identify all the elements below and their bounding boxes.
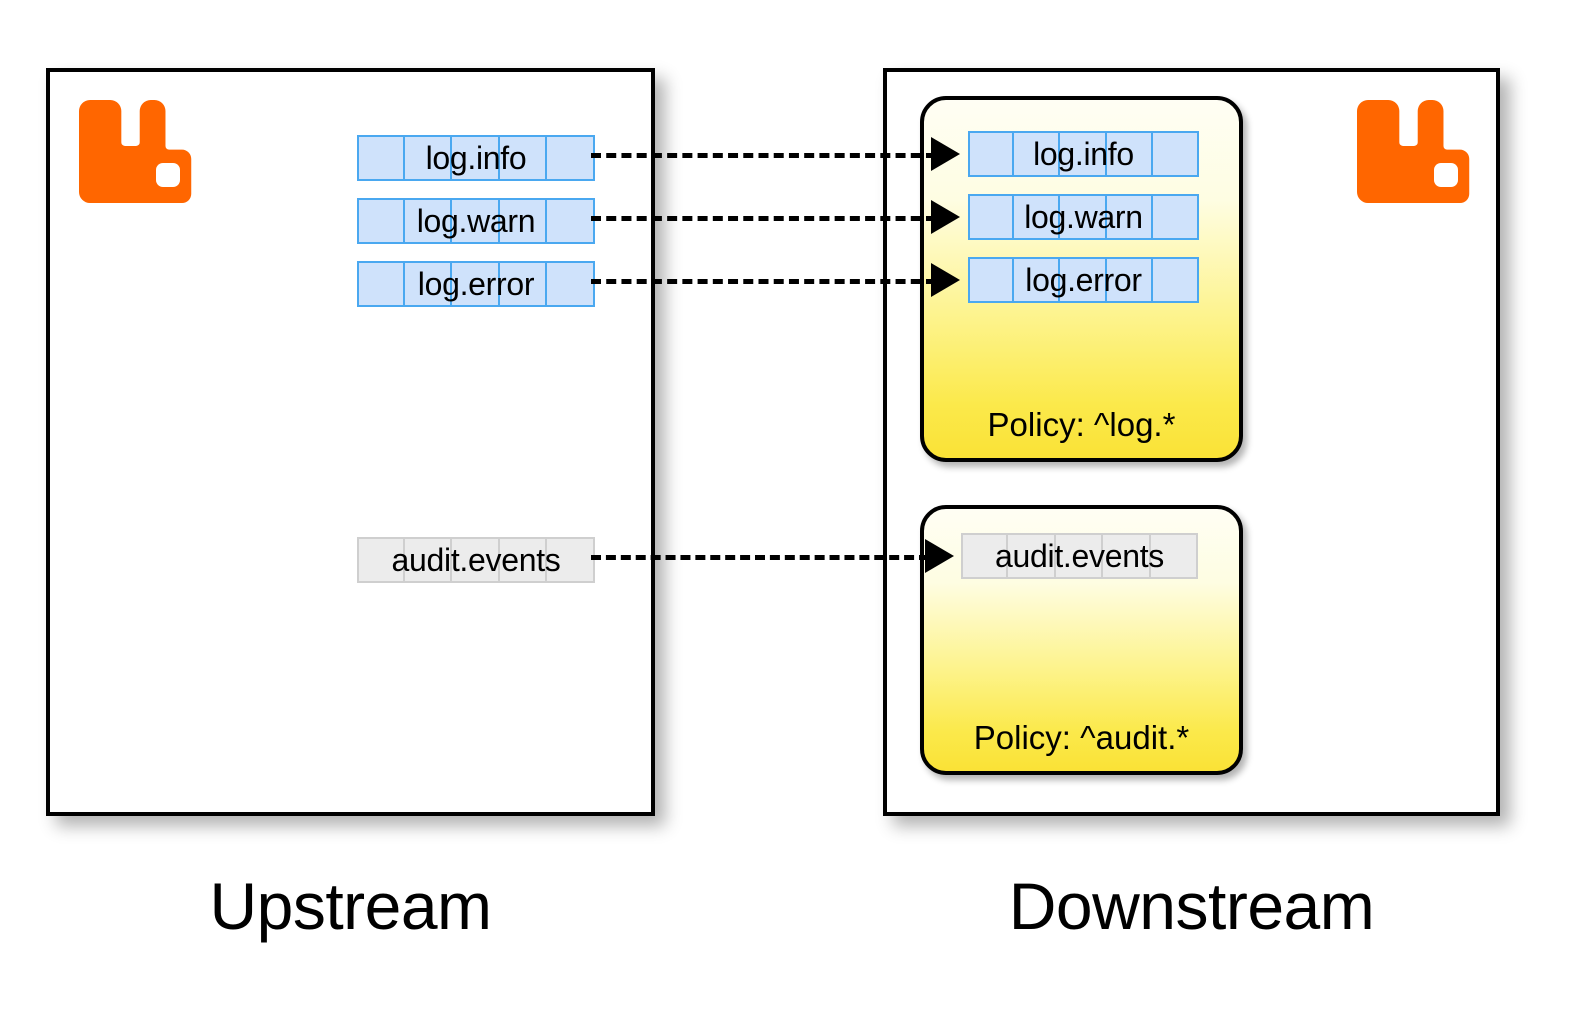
queue-segment [1106,131,1153,177]
queue-label: log.warn [1024,198,1143,235]
upstream-queue-log-error[interactable]: log.error [357,261,595,307]
downstream-queue-log-warn[interactable]: log.warn [968,194,1200,240]
federation-link-audit-events [591,555,929,560]
queue-segment [499,198,548,244]
queue-segment [357,198,405,244]
arrow-right-icon [925,539,954,573]
queue-segment [357,135,405,181]
queue-segment [1152,131,1200,177]
queue-label: audit.events [391,541,561,578]
policy-group-log[interactable]: log.info log.warn log.error Poli [920,96,1243,462]
downstream-queue-audit-events[interactable]: audit.events [961,533,1199,579]
queue-segment [1060,194,1107,240]
queue-segment [404,261,453,307]
rabbitmq-logo-icon [1357,100,1470,204]
downstream-caption: Downstream [1008,869,1375,943]
queue-segment [1014,194,1061,240]
policy-group-audit[interactable]: audit.events Policy: ^audit.* [920,505,1243,775]
queue-segment [1106,257,1153,303]
queue-label: log.info [1033,135,1134,172]
queue-segment [1060,131,1107,177]
queue-segment [961,533,1009,579]
queue-segment [357,261,405,307]
arrow-right-icon [931,137,960,171]
queue-segment [499,135,548,181]
queue-label: audit.events [995,537,1164,574]
arrow-right-icon [931,200,960,234]
arrow-right-icon [931,263,960,297]
queue-segment [1106,194,1153,240]
queue-segment [1103,533,1151,579]
queue-segment [404,537,453,583]
queue-segment [499,537,548,583]
queue-segment [404,198,453,244]
queue-segment [1014,257,1061,303]
queue-segment [452,261,500,307]
rabbitmq-logo-icon [79,100,192,204]
queue-segment [452,198,500,244]
queue-label: log.warn [416,202,536,239]
queue-segment [968,131,1015,177]
downstream-broker-container: log.info log.warn log.error Poli [883,68,1500,816]
queue-label: log.info [425,139,527,176]
queue-segment [499,261,548,307]
policy-label-log: Policy: ^log.* [987,406,1176,443]
federation-link-log-error [591,279,936,284]
policy-label-audit: Policy: ^audit.* [973,719,1190,756]
upstream-broker-container: log.info log.warn log.error [46,68,655,816]
queue-segment [357,537,405,583]
upstream-queue-log-info[interactable]: log.info [357,135,595,181]
queue-segment [968,194,1015,240]
federation-link-log-info [591,153,936,158]
queue-segment [452,537,500,583]
queue-segment [404,135,453,181]
queue-segment [1014,131,1061,177]
queue-segment [1060,257,1107,303]
downstream-queue-log-info[interactable]: log.info [968,131,1200,177]
queue-segment [452,135,500,181]
upstream-queue-log-warn[interactable]: log.warn [357,198,595,244]
queue-segment [1055,533,1104,579]
upstream-queue-audit-events[interactable]: audit.events [357,537,595,583]
queue-label: log.error [417,265,535,302]
federation-link-log-warn [591,216,936,221]
queue-segment [1008,533,1056,579]
queue-segment [968,257,1015,303]
queue-label: log.error [1025,261,1142,298]
downstream-queue-log-error[interactable]: log.error [968,257,1200,303]
upstream-caption: Upstream [209,869,492,943]
